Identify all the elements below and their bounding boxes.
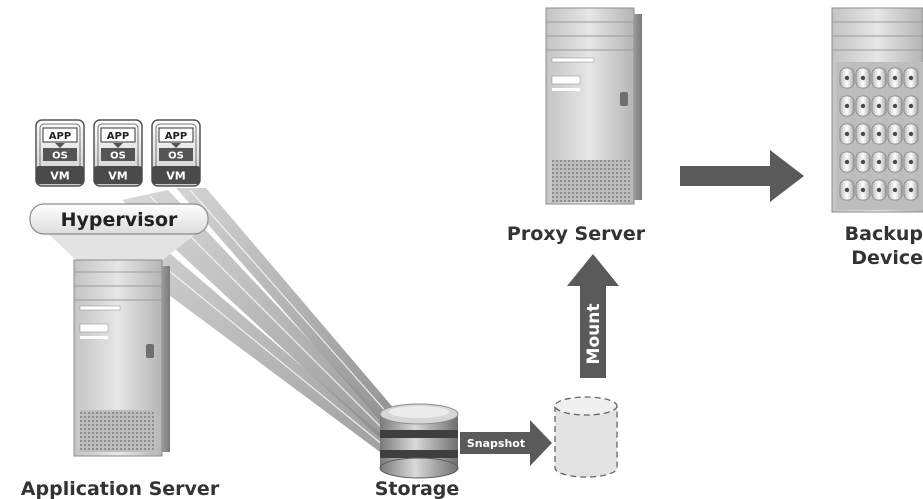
vm-2: APP OS VM bbox=[93, 119, 143, 187]
vm-2-os-label: OS bbox=[110, 151, 126, 162]
vm-2-app-label: APP bbox=[107, 131, 129, 142]
vm-3-arrow-icon bbox=[171, 143, 181, 148]
tape-cartridges bbox=[839, 67, 919, 201]
snapshot-label: Snapshot bbox=[467, 437, 525, 450]
vm-1: APP OS VM bbox=[35, 119, 85, 187]
vm-3-app-label: APP bbox=[165, 131, 187, 142]
storage-label: Storage bbox=[375, 478, 460, 499]
application-server-label: Application Server bbox=[21, 478, 220, 499]
vm-3: APP OS VM bbox=[151, 119, 201, 187]
backup-device-label-line1: Backup bbox=[845, 223, 923, 245]
application-server bbox=[40, 226, 206, 457]
vm-1-app-label: APP bbox=[49, 131, 71, 142]
vm-3-os-label: OS bbox=[168, 151, 184, 162]
backup-device bbox=[831, 7, 923, 213]
mount-label: Mount bbox=[584, 304, 604, 365]
hypervisor-label: Hypervisor bbox=[61, 209, 178, 231]
vm-3-vm-label: VM bbox=[166, 170, 185, 183]
vm-1-os-label: OS bbox=[52, 151, 68, 162]
vm-2-arrow-icon bbox=[113, 143, 123, 148]
snapshot-arrow: Snapshot bbox=[460, 420, 552, 466]
snapshot-volume bbox=[554, 396, 618, 478]
beam-vm-3 bbox=[176, 188, 402, 432]
vm-2-vm-label: VM bbox=[108, 170, 127, 183]
hypervisor-funnel bbox=[40, 226, 206, 262]
vm-1-arrow-icon bbox=[55, 143, 65, 148]
backup-device-label-line2: Device bbox=[851, 247, 923, 269]
proxy-server-label: Proxy Server bbox=[507, 223, 646, 245]
vm-1-vm-label: VM bbox=[50, 170, 69, 183]
vm-group: APP OS VM APP OS VM APP OS bbox=[35, 119, 201, 187]
storage bbox=[379, 403, 459, 479]
beam-vm-2 bbox=[122, 190, 392, 440]
hypervisor: Hypervisor bbox=[29, 203, 209, 235]
proxy-to-backup-arrow bbox=[680, 150, 804, 202]
mount-arrow: Mount bbox=[567, 254, 619, 378]
proxy-server bbox=[545, 7, 642, 205]
